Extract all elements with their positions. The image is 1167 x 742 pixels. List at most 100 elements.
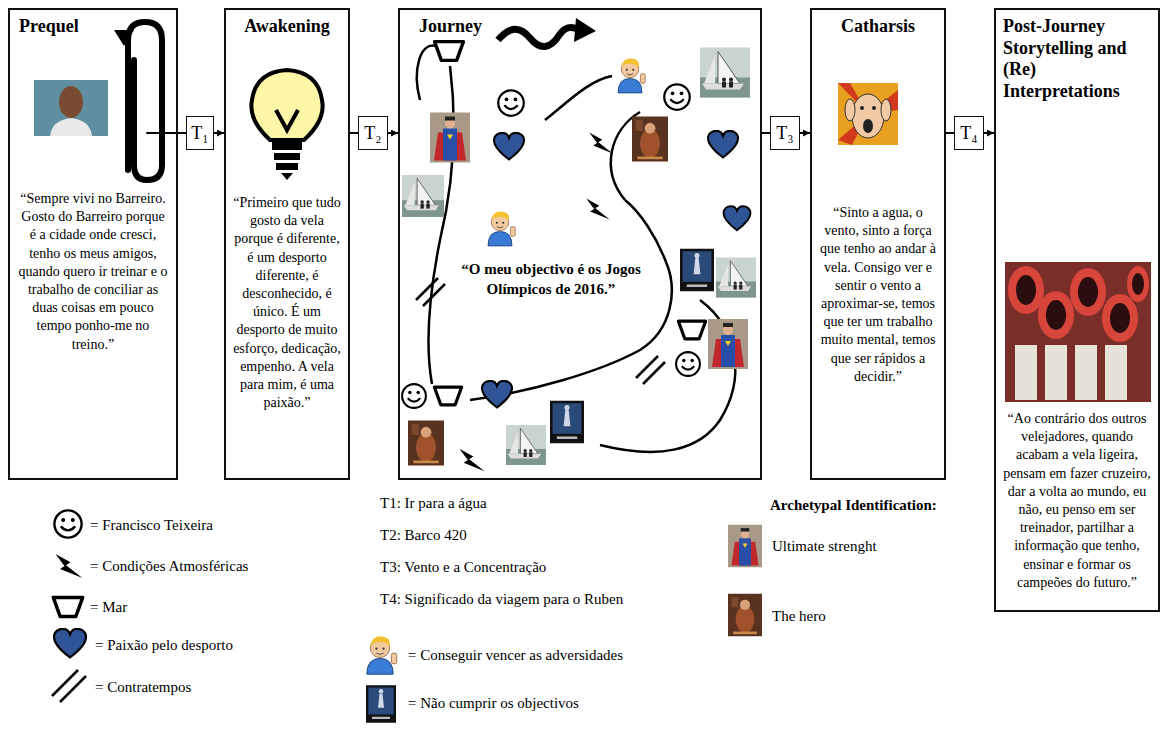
stage-heading: Prequel: [15, 16, 171, 38]
stage-heading: Awakening: [231, 16, 343, 38]
legend-text: = Conseguir vencer as adversidades: [408, 646, 623, 664]
transition-box: T₄: [954, 116, 984, 150]
loop-symbol: [128, 22, 176, 180]
sailboat-photo: [716, 258, 756, 298]
athlete-symbol: [498, 90, 524, 116]
legend-holder: = Mar: [90, 598, 127, 616]
transition-note: T4: Significado da viagem para o Ruben: [380, 590, 623, 608]
legend-holder: = Francisco Teixeira: [90, 516, 213, 534]
stage-box: Catharsis“Sinto a agua, o vento, sinto a…: [810, 8, 946, 480]
stage-heading: Post-Journey Storytelling and (Re) Inter…: [1001, 16, 1153, 102]
transition-label: T₂: [364, 124, 381, 142]
journey-path: [417, 46, 735, 452]
legend-text: = Mar: [90, 598, 127, 616]
quote-text: “Ao contrário dos outros velejadores, qu…: [1002, 410, 1152, 592]
label-holder: Archetypal Identification:: [770, 496, 937, 514]
failure-picture: [550, 401, 584, 444]
transition-box: T₁: [186, 116, 214, 150]
flow-arrow: [946, 132, 954, 134]
legend-overcome-symbol: [367, 636, 397, 674]
legend-holder: = Condições Atmosféricas: [90, 557, 248, 575]
legend-holder: The hero: [772, 607, 826, 625]
legend-holder: = Não cumprir os objectivos: [408, 694, 579, 712]
legend-heading: Archetypal Identification:: [770, 496, 937, 514]
legend-passion-symbol: [54, 629, 86, 657]
failure-picture: [680, 249, 714, 292]
flow-arrow: [984, 132, 994, 134]
legend-text: = Não cumprir os objectivos: [408, 694, 579, 712]
legend-text: The hero: [772, 607, 826, 625]
transition-box: T₂: [358, 116, 388, 150]
scream-picture: [838, 83, 898, 145]
lightbulb: [251, 70, 322, 180]
transition-label: T₁: [191, 124, 208, 142]
flow-arrow: [800, 132, 810, 134]
sailboat-photo: [402, 175, 444, 217]
flow-arrow: [350, 132, 358, 134]
flow-arrow: [214, 132, 224, 134]
sailboat-photo: [506, 425, 546, 465]
stage-heading: Journey: [405, 16, 755, 38]
hero-picture: [408, 421, 444, 466]
quote-text: “Sempre vivi no Barreiro. Gosto do Barre…: [18, 190, 168, 354]
passion-symbol: [494, 133, 524, 160]
legend-athlete-symbol: [54, 510, 81, 537]
transition-label: T₄: [960, 124, 977, 142]
overcome-symbol: [618, 58, 645, 92]
label-holder: T2: Barco 420: [380, 526, 467, 544]
transition-note: T1: Ir para a água: [380, 494, 487, 512]
journey-arrow: [498, 18, 596, 47]
overcome-symbol: [488, 211, 515, 245]
athlete-symbol: [676, 352, 700, 376]
legend-text: = Francisco Teixeira: [90, 516, 213, 534]
quote-text: “Primeiro que tudo gosto da vela porque …: [232, 194, 342, 412]
legend-sea-symbol: [53, 597, 82, 616]
legend-failure-picture: [366, 685, 396, 723]
passion-symbol: [724, 206, 751, 230]
loop-arrowhead: [114, 30, 134, 46]
sea-symbol: [434, 387, 461, 405]
flow-arrow: [388, 132, 398, 134]
portrait-photo: [34, 80, 108, 136]
passion-symbol: [482, 381, 512, 408]
hero-picture: [632, 117, 668, 162]
weather-symbol: [589, 133, 612, 154]
stage-box: Journey “O meu objectivo é os Jogos Olímp…: [398, 8, 762, 480]
weather-symbol: [459, 449, 484, 471]
transition-note: T2: Barco 420: [380, 526, 467, 544]
legend-text: = Paixão pelo desporto: [95, 636, 233, 654]
label-holder: T1: Ir para a água: [380, 494, 487, 512]
mouths-picture: [1005, 262, 1151, 402]
strength-picture: [430, 113, 470, 163]
legend-holder: Ultimate strenght: [772, 537, 877, 555]
stage-box: Post-Journey Storytelling and (Re) Inter…: [994, 8, 1160, 612]
legend-strength-picture: [728, 525, 762, 568]
transition-label: T₃: [776, 124, 793, 142]
legend-setback-mark: [52, 670, 86, 702]
legend-hero-picture: [728, 594, 762, 637]
legend-text: Ultimate strenght: [772, 537, 877, 555]
stage-box: Awakening “Primeiro que tudo gosto da vel…: [224, 8, 350, 480]
stage-box: Prequel “Sempre vivi no Barreiro. Gosto d…: [8, 8, 178, 480]
legend-holder: = Contratempos: [95, 678, 191, 696]
legend-weather-symbol: [56, 554, 83, 578]
label-holder: T4: Significado da viagem para o Ruben: [380, 590, 623, 608]
passion-symbol: [708, 131, 738, 158]
label-holder: T3: Vento e a Concentração: [380, 558, 546, 576]
sailboat-photo: [700, 48, 750, 98]
weather-symbol: [586, 199, 609, 220]
sea-symbol: [678, 321, 705, 339]
legend-text: = Condições Atmosféricas: [90, 557, 248, 575]
transition-note: T3: Vento e a Concentração: [380, 558, 546, 576]
flow-arrow: [762, 132, 770, 134]
strength-picture: [708, 319, 748, 369]
stage-heading: Catharsis: [817, 16, 939, 38]
quote-text: “O meu objectivo é os Jogos Olímpicos de…: [457, 260, 645, 299]
transition-box: T₃: [770, 116, 800, 150]
athlete-symbol: [402, 384, 426, 408]
athlete-symbol: [664, 84, 690, 110]
legend-text: = Contratempos: [95, 678, 191, 696]
